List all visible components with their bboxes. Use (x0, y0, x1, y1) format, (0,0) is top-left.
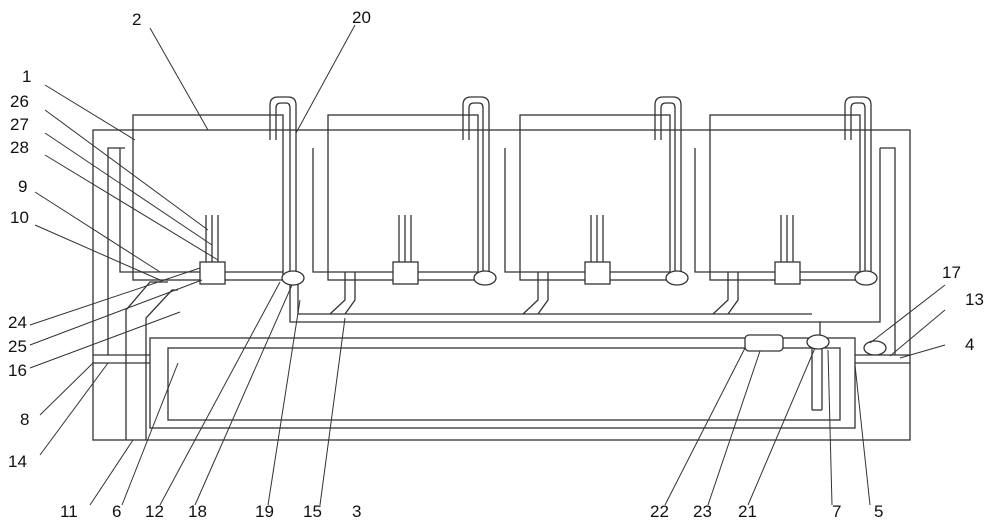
label-20: 20 (352, 8, 371, 27)
label-21: 21 (738, 502, 757, 521)
label-16: 16 (8, 361, 27, 380)
label-19: 19 (255, 502, 274, 521)
outer-frame (92, 129, 911, 441)
reference-numerals: 2 20 1 26 27 28 9 10 24 25 16 8 14 11 6 … (8, 8, 984, 521)
label-26: 26 (10, 92, 29, 111)
label-17: 17 (942, 263, 961, 282)
label-18: 18 (188, 502, 207, 521)
pump-and-valves (744, 334, 887, 356)
label-13: 13 (965, 290, 984, 309)
main-pipe (289, 282, 823, 411)
label-27: 27 (10, 115, 29, 134)
label-12: 12 (145, 502, 164, 521)
label-3: 3 (352, 502, 361, 521)
label-8: 8 (20, 410, 29, 429)
label-15: 15 (303, 502, 322, 521)
water-tank (149, 337, 856, 429)
label-14: 14 (8, 452, 27, 471)
label-7: 7 (832, 502, 841, 521)
label-2: 2 (132, 10, 141, 29)
label-23: 23 (693, 502, 712, 521)
label-10: 10 (10, 208, 29, 227)
label-28: 28 (10, 138, 29, 157)
container-1 (119, 96, 305, 286)
label-6: 6 (112, 502, 121, 521)
label-22: 22 (650, 502, 669, 521)
label-5: 5 (874, 502, 883, 521)
container-4 (694, 96, 881, 323)
label-11: 11 (60, 502, 78, 521)
container-2 (312, 96, 497, 315)
label-24: 24 (8, 313, 27, 332)
label-1: 1 (22, 67, 31, 86)
label-9: 9 (18, 177, 27, 196)
container-3 (504, 96, 689, 315)
label-25: 25 (8, 337, 27, 356)
leader-lines (29, 24, 946, 506)
label-4: 4 (965, 335, 974, 354)
